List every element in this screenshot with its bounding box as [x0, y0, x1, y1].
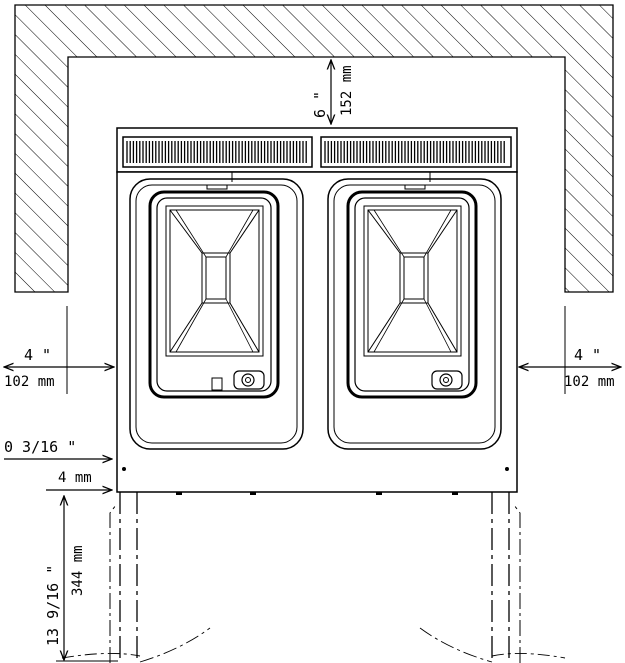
left-clearance-imperial: 4 " — [24, 346, 51, 364]
grille-vents-left — [126, 141, 307, 163]
base-offset-imperial: 0 3/16 " — [4, 438, 76, 456]
right-clearance-imperial: 4 " — [574, 346, 601, 364]
top-clearance-metric: 152 mm — [339, 65, 355, 116]
appliance-body — [116, 171, 518, 493]
grille-vents-right — [324, 141, 505, 163]
legs — [61, 492, 566, 663]
dimension-leg-height: 13 9/16 " 344 mm — [44, 496, 118, 662]
wall-hatched-section — [14, 4, 614, 293]
dimension-top-clearance: 6 " 152 mm — [311, 60, 355, 124]
leg-height-metric: 344 mm — [70, 545, 86, 596]
fryer-well-right — [327, 172, 502, 450]
plinth-marks — [176, 492, 458, 495]
dimension-right-clearance: 4 " 102 mm — [519, 306, 621, 394]
screw-left-icon — [122, 467, 126, 471]
screw-right-icon — [505, 467, 509, 471]
fryer-well-left — [129, 172, 304, 450]
leg-height-imperial: 13 9/16 " — [44, 565, 62, 646]
top-grille-band — [116, 127, 518, 173]
right-clearance-metric: 102 mm — [564, 374, 615, 390]
drain-knob-left-icon — [241, 373, 255, 387]
drain-knob-right-icon — [439, 373, 453, 387]
top-clearance-imperial: 6 " — [311, 91, 329, 118]
base-offset-metric: 4 mm — [58, 470, 92, 486]
dimension-left-clearance: 4 " 102 mm — [4, 306, 114, 394]
left-clearance-metric: 102 mm — [4, 374, 55, 390]
dimension-base-offset: 0 3/16 " 4 mm — [4, 438, 112, 490]
